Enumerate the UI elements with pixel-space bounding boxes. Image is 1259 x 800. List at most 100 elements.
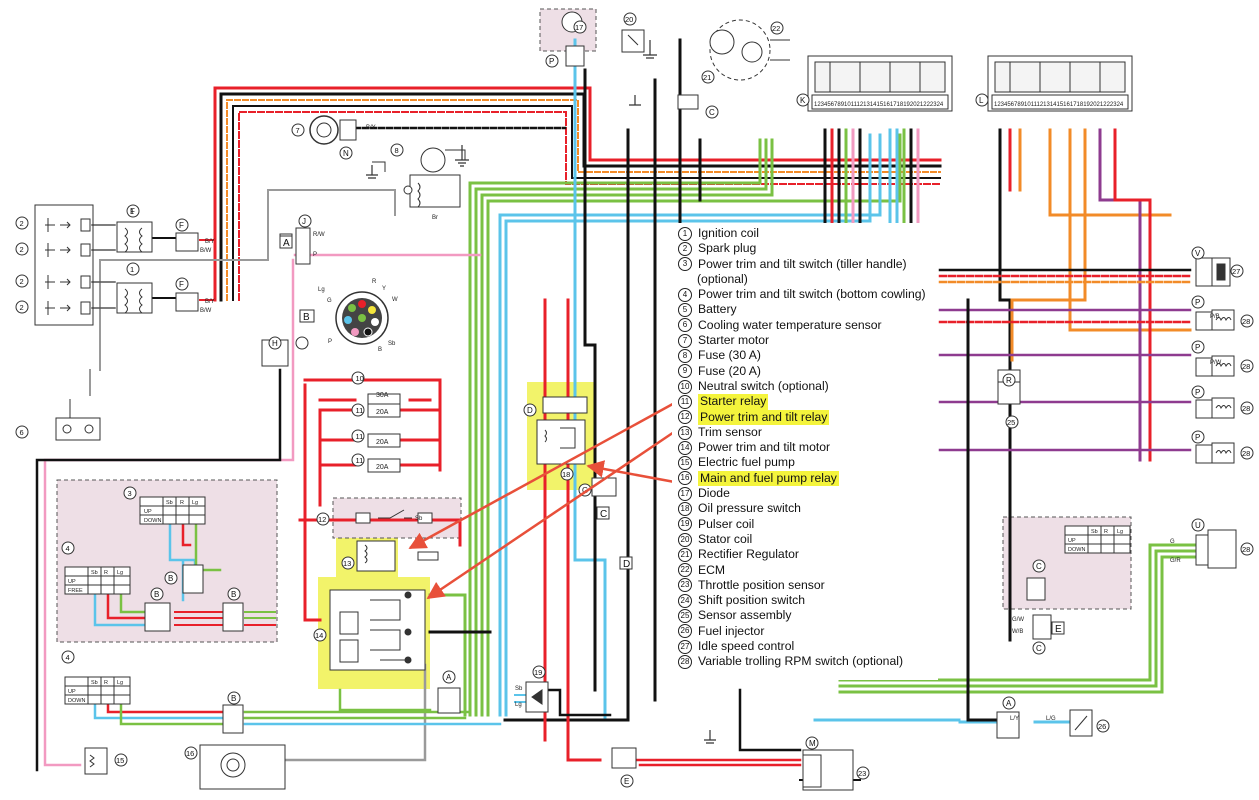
ptt-motor xyxy=(199,744,286,790)
table-cell: Sb xyxy=(166,500,173,506)
legend-label: ECM xyxy=(698,562,726,577)
connector-badge xyxy=(1191,518,1205,532)
wire-label: G xyxy=(1170,539,1175,545)
connector-badge xyxy=(796,93,810,107)
legend-number: 13 xyxy=(678,425,692,440)
connector-badge xyxy=(1191,340,1205,354)
pin-row: 123456789101112131415161718192021222324 xyxy=(994,102,1124,108)
callout-number: 28 xyxy=(1242,362,1250,371)
wire-label: B/W xyxy=(200,308,212,314)
connector-circles xyxy=(126,54,1205,788)
callout-number: 28 xyxy=(1242,449,1250,458)
table-cell: UP xyxy=(68,579,76,585)
connector-letter: B xyxy=(231,694,236,703)
legend-number: 28 xyxy=(678,654,692,669)
table-cell: R xyxy=(180,500,184,506)
callout-number: 25 xyxy=(1007,418,1015,427)
callout-number: 14 xyxy=(315,631,323,640)
connector-badge xyxy=(150,587,164,601)
legend-label: Power trim and tilt switch (bottom cowli… xyxy=(698,287,926,302)
legend-number: 4 xyxy=(678,287,692,302)
table-cell: FREE xyxy=(68,588,83,594)
table-cell: Lg xyxy=(117,680,123,686)
wire-label: P xyxy=(313,252,317,258)
temperature-sensor xyxy=(309,115,357,145)
legend-number: 17 xyxy=(678,486,692,501)
wires xyxy=(35,38,1197,781)
table-cell: R xyxy=(104,680,108,686)
wire-label: Lg xyxy=(318,287,325,293)
connector-badge xyxy=(126,204,140,218)
neutral-switch xyxy=(355,509,433,524)
callout-number: 16 xyxy=(186,749,194,758)
table-cell: R xyxy=(1104,529,1108,535)
connector-letter: E xyxy=(1055,624,1062,635)
legend-label: Diode xyxy=(698,486,730,501)
callout-number: 23 xyxy=(858,769,866,778)
table-cell: UP xyxy=(68,689,76,695)
connector-letter: A xyxy=(283,238,290,249)
callout-number: 26 xyxy=(1098,722,1106,731)
connector-letter: J xyxy=(302,217,306,226)
connector-letter: B xyxy=(303,312,310,323)
connector-badge xyxy=(298,214,312,228)
legend-label: Fuel injector xyxy=(698,623,765,638)
connector-letter-boxes: A B C D E xyxy=(279,235,1065,635)
callout-number: 6 xyxy=(20,428,24,437)
connector-letter: E xyxy=(624,777,629,786)
callout-number: 18 xyxy=(562,470,570,479)
wire-label: Sb xyxy=(515,686,523,692)
legend-label: Main and fuel pump relay xyxy=(698,470,839,487)
callout-number: 19 xyxy=(534,668,542,677)
legend-label: Pulser coil xyxy=(698,516,755,531)
ptt-relay xyxy=(329,589,426,671)
diode xyxy=(525,681,549,713)
connector-badge xyxy=(1191,246,1205,260)
legend-label: Power trim and tilt motor xyxy=(698,440,831,455)
pin-row: 123456789101112131415161718192021222324 xyxy=(814,102,944,108)
legend-label: Trim sensor xyxy=(698,424,762,439)
legend-number: 8 xyxy=(678,349,692,364)
wire-label: L/Y xyxy=(1010,716,1019,722)
callout-number: 10 xyxy=(356,374,364,383)
callout-number: 22 xyxy=(772,24,780,33)
connector-badge xyxy=(227,691,241,705)
legend-number: 2 xyxy=(678,241,692,256)
connector-letter: B xyxy=(168,574,173,583)
callout-number: 4 xyxy=(66,544,70,553)
legend-label: Power trim and tilt relay xyxy=(698,409,830,425)
legend-number: 11 xyxy=(678,394,692,409)
starter-motor xyxy=(372,147,466,208)
spark-plug-icon xyxy=(45,218,71,315)
legend-item: 4 Power trim and tilt switch (bottom cowl… xyxy=(678,287,938,302)
wire-label: B xyxy=(378,347,382,353)
connector-letter: D xyxy=(527,406,533,415)
connector-letter: U xyxy=(1195,521,1201,530)
wire-label: B/Y xyxy=(205,299,215,305)
wire-labels: B/Y B/Y B/W B/W B/Y Br R/W P Lg R Y W G … xyxy=(200,125,1222,722)
connector-circle-letters: F F F J N P D G C K L B B B B A E M A C … xyxy=(130,57,1201,786)
connector-letter: R xyxy=(1006,376,1012,385)
connector-badge xyxy=(1032,559,1046,573)
callout-number: 2 xyxy=(20,277,24,286)
arrow-starter-relay xyxy=(408,398,681,550)
connector-badge xyxy=(545,54,559,68)
idle-speed-control xyxy=(1207,529,1237,569)
callout-number: 20 xyxy=(625,15,633,24)
legend-number: 23 xyxy=(678,578,692,593)
legend-label: Fuse (20 A) xyxy=(698,363,761,378)
legend-number: 10 xyxy=(678,379,692,394)
ecm-connector-k xyxy=(807,55,953,112)
